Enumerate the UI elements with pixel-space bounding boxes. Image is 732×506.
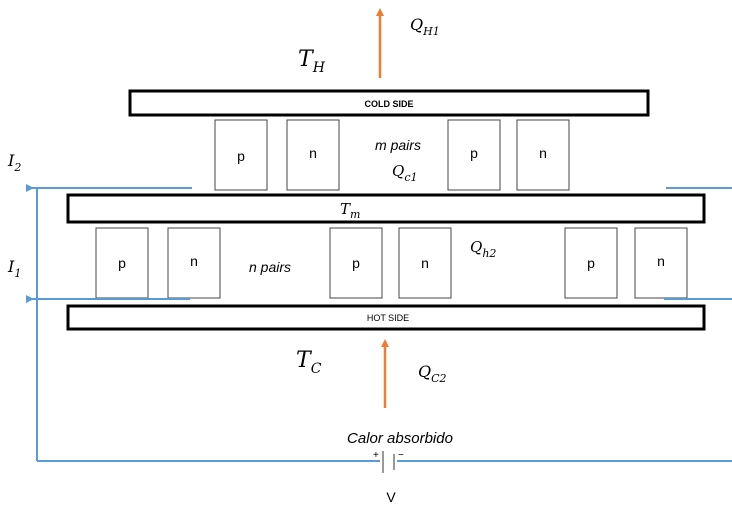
lower-leg-label-3: p	[352, 255, 360, 271]
battery-minus-label: −	[398, 450, 404, 461]
lower-leg-label-1: p	[118, 255, 126, 271]
t-m-label: Tm	[340, 200, 360, 221]
hot-side-plate	[66, 304, 706, 331]
battery-plus-label: +	[373, 450, 379, 461]
cold-side-plate	[128, 89, 650, 117]
lower-leg-n-3	[634, 227, 688, 299]
lower-leg-label-6: n	[657, 253, 665, 269]
upper-leg-label-4: n	[539, 145, 547, 161]
q-h2-label: Qh2	[470, 238, 496, 260]
middle-plate	[66, 193, 706, 224]
calor-absorbido-label: Calor absorbido	[347, 430, 453, 447]
lower-leg-label-2: n	[190, 253, 198, 269]
i1-label: I1	[7, 257, 21, 280]
upper-leg-p-1	[214, 119, 268, 191]
upper-leg-label-2: n	[309, 145, 317, 161]
lower-leg-label-5: p	[587, 255, 595, 271]
lower-leg-n-1	[167, 227, 221, 299]
upper-stage-legs: p n p n	[214, 119, 570, 191]
lower-leg-p-1	[95, 227, 149, 299]
upper-leg-n-1	[286, 119, 340, 191]
q-c1-label: Qc1	[392, 162, 417, 184]
upper-leg-n-2	[516, 119, 570, 191]
hot-side-label: HOT SIDE	[367, 313, 409, 323]
upper-leg-label-3: p	[470, 145, 478, 161]
m-pairs-label: m pairs	[375, 137, 421, 153]
upper-leg-p-2	[447, 119, 501, 191]
i2-label: I2	[7, 151, 21, 174]
cold-side-label: COLD SIDE	[364, 99, 413, 109]
voltage-label: V	[386, 489, 396, 505]
lower-leg-label-4: n	[421, 255, 429, 271]
lower-leg-n-2	[398, 227, 452, 299]
lower-leg-p-3	[564, 227, 618, 299]
t-h-label: TH	[298, 47, 326, 76]
n-pairs-label: n pairs	[249, 259, 291, 275]
lower-leg-p-2	[329, 227, 383, 299]
q-c2-label: QC2	[418, 362, 447, 385]
q-h1-label: QH1	[410, 15, 440, 38]
lower-stage-legs: p n p n p n	[95, 227, 688, 299]
t-c-label: TC	[296, 348, 322, 377]
upper-leg-label-1: p	[237, 148, 245, 164]
